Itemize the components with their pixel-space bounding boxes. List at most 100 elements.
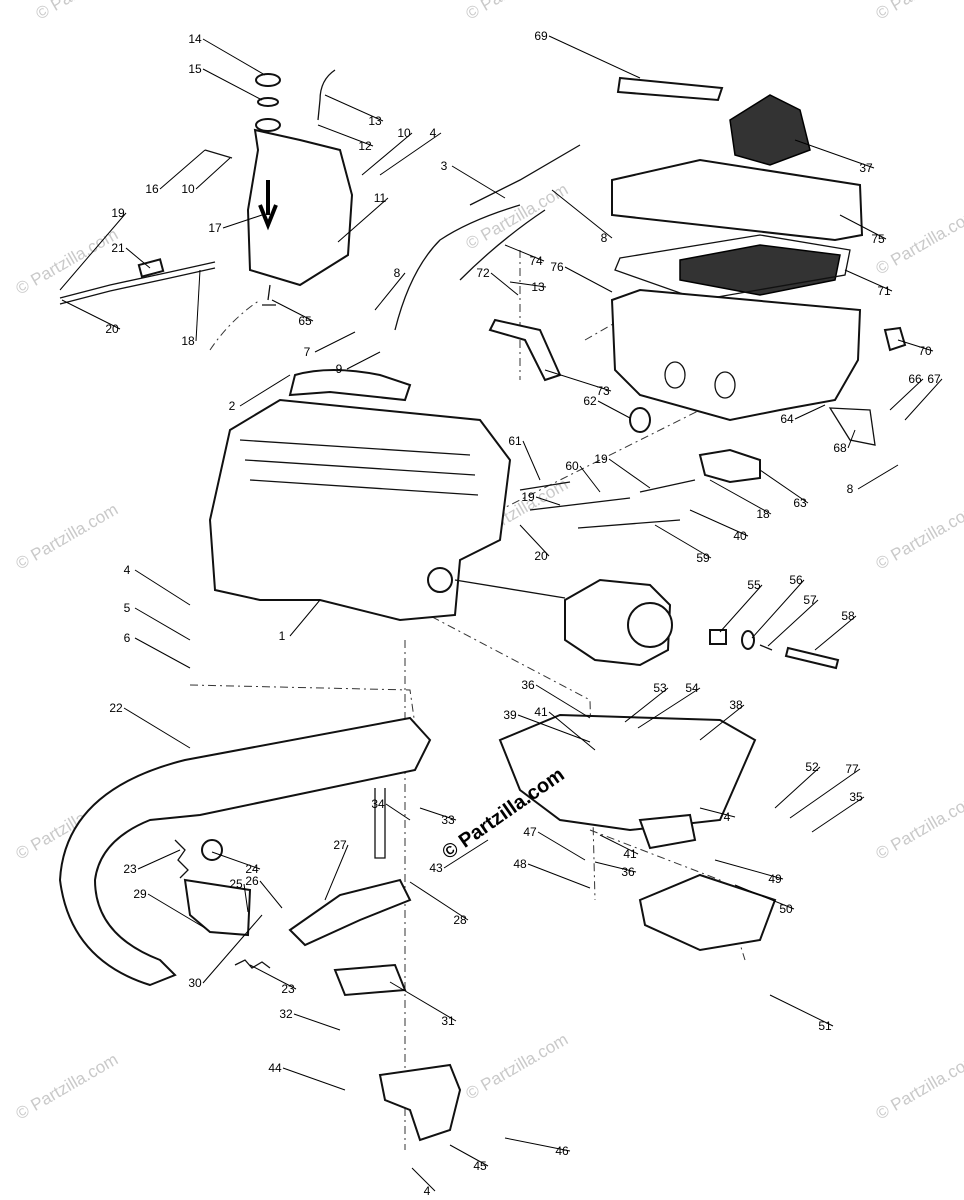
- foam-block: [729, 94, 811, 166]
- callout-49: 49: [768, 872, 782, 886]
- mag-flange: [427, 567, 453, 593]
- hose-61: [519, 481, 571, 491]
- callout-2: 2: [229, 399, 236, 413]
- callout-11: 11: [374, 191, 387, 205]
- leader-line-41: [548, 711, 596, 751]
- leader-line-25: [243, 883, 249, 913]
- leader-line-8: [551, 189, 613, 239]
- leader-line-24: [211, 851, 261, 870]
- leader-line-14: [202, 38, 266, 76]
- leader-line-63: [759, 469, 809, 504]
- leader-line-51: [769, 994, 834, 1027]
- leader-line-45: [449, 1144, 489, 1167]
- exhaust-shield: [638, 873, 777, 952]
- callout-20: 20: [105, 322, 119, 336]
- callout-57: 57: [803, 593, 817, 607]
- callout-3: 3: [441, 159, 448, 173]
- leader-line-1: [289, 599, 321, 637]
- callout-65: 65: [298, 314, 312, 328]
- callout-28: 28: [453, 913, 467, 927]
- bracket: [488, 318, 562, 382]
- fuel-cap: [255, 73, 281, 87]
- leader-line-17: [222, 214, 263, 229]
- callout-21: 21: [111, 241, 125, 255]
- leader-line-73: [544, 369, 612, 392]
- leader-line-19: [608, 458, 651, 489]
- callout-52: 52: [805, 760, 819, 774]
- leader-line-54: [637, 687, 701, 729]
- callout-73: 73: [596, 384, 610, 398]
- callout-15: 15: [188, 62, 202, 76]
- callout-71: 71: [877, 284, 891, 298]
- leader-line-2: [239, 374, 291, 407]
- callout-51: 51: [818, 1019, 832, 1033]
- callout-34: 34: [371, 797, 385, 811]
- callout-27: 27: [333, 838, 347, 852]
- callout-36: 36: [621, 865, 635, 879]
- mount-bracket: [828, 407, 876, 446]
- leader-line-59: [654, 524, 712, 559]
- leader-line-20: [519, 524, 550, 557]
- callout-67: 67: [927, 372, 941, 386]
- leader-line-39: [517, 714, 591, 743]
- callout-44: 44: [268, 1061, 282, 1075]
- callout-5: 5: [124, 601, 131, 615]
- callout-8: 8: [847, 482, 854, 496]
- callout-13: 13: [368, 114, 382, 128]
- leader-line-62: [597, 400, 631, 419]
- decal: [616, 76, 724, 102]
- tank-filler-neck: [255, 118, 281, 132]
- washer: [741, 630, 755, 650]
- leader-line-33: [419, 807, 457, 821]
- leader-line-8: [857, 464, 899, 490]
- callout-47: 47: [523, 825, 537, 839]
- leader-line-64: [794, 404, 826, 420]
- callout-25: 25: [229, 877, 243, 891]
- exhaust-assembly: [58, 713, 777, 1142]
- primer-valve: [698, 448, 761, 484]
- leader-line-38: [699, 704, 745, 741]
- watermark-text: © Partzilla.com: [873, 790, 964, 864]
- tank-outlet-fitting: [262, 284, 276, 306]
- callout-4: 4: [724, 810, 731, 824]
- pulse-line: [394, 204, 521, 331]
- leader-line-66: [889, 378, 924, 411]
- callout-26: 26: [245, 874, 259, 888]
- leader-line-71: [844, 269, 893, 292]
- coolant-hose: [288, 369, 412, 402]
- callout-4: 4: [124, 563, 131, 577]
- callout-50: 50: [779, 902, 793, 916]
- leader-line-12: [317, 124, 374, 147]
- callout-24: 24: [245, 862, 259, 876]
- fuel-tank: [246, 128, 354, 287]
- leader-line-49: [714, 859, 784, 880]
- leader-line-43: [443, 839, 489, 869]
- callout-68: 68: [833, 441, 847, 455]
- callout-48: 48: [513, 857, 527, 871]
- leader-line-37: [794, 139, 875, 169]
- leader-line-67: [904, 378, 943, 421]
- leader-line-6: [134, 637, 191, 669]
- fuel-tank-assembly: [59, 69, 354, 306]
- callout-8: 8: [601, 231, 608, 245]
- callout-18: 18: [756, 507, 770, 521]
- callout-4: 4: [430, 126, 437, 140]
- leader-line-72: [490, 272, 519, 296]
- leader-line-41: [599, 834, 639, 855]
- callout-20: 20: [534, 549, 548, 563]
- airbox-cover: [611, 158, 864, 242]
- hose-59: [577, 519, 681, 529]
- airbox-base: [610, 288, 862, 422]
- leader-line-32: [293, 1013, 341, 1031]
- leader-line-35: [811, 796, 865, 833]
- leader-line-28: [409, 881, 469, 921]
- exhaust-manifold: [288, 878, 412, 947]
- callout-64: 64: [780, 412, 794, 426]
- leader-line-4: [379, 132, 442, 176]
- leader-line-4: [411, 1167, 436, 1192]
- leader-line-3: [451, 165, 506, 199]
- callout-53: 53: [653, 681, 667, 695]
- leader-line-65: [271, 299, 314, 322]
- callout-74: 74: [529, 254, 543, 268]
